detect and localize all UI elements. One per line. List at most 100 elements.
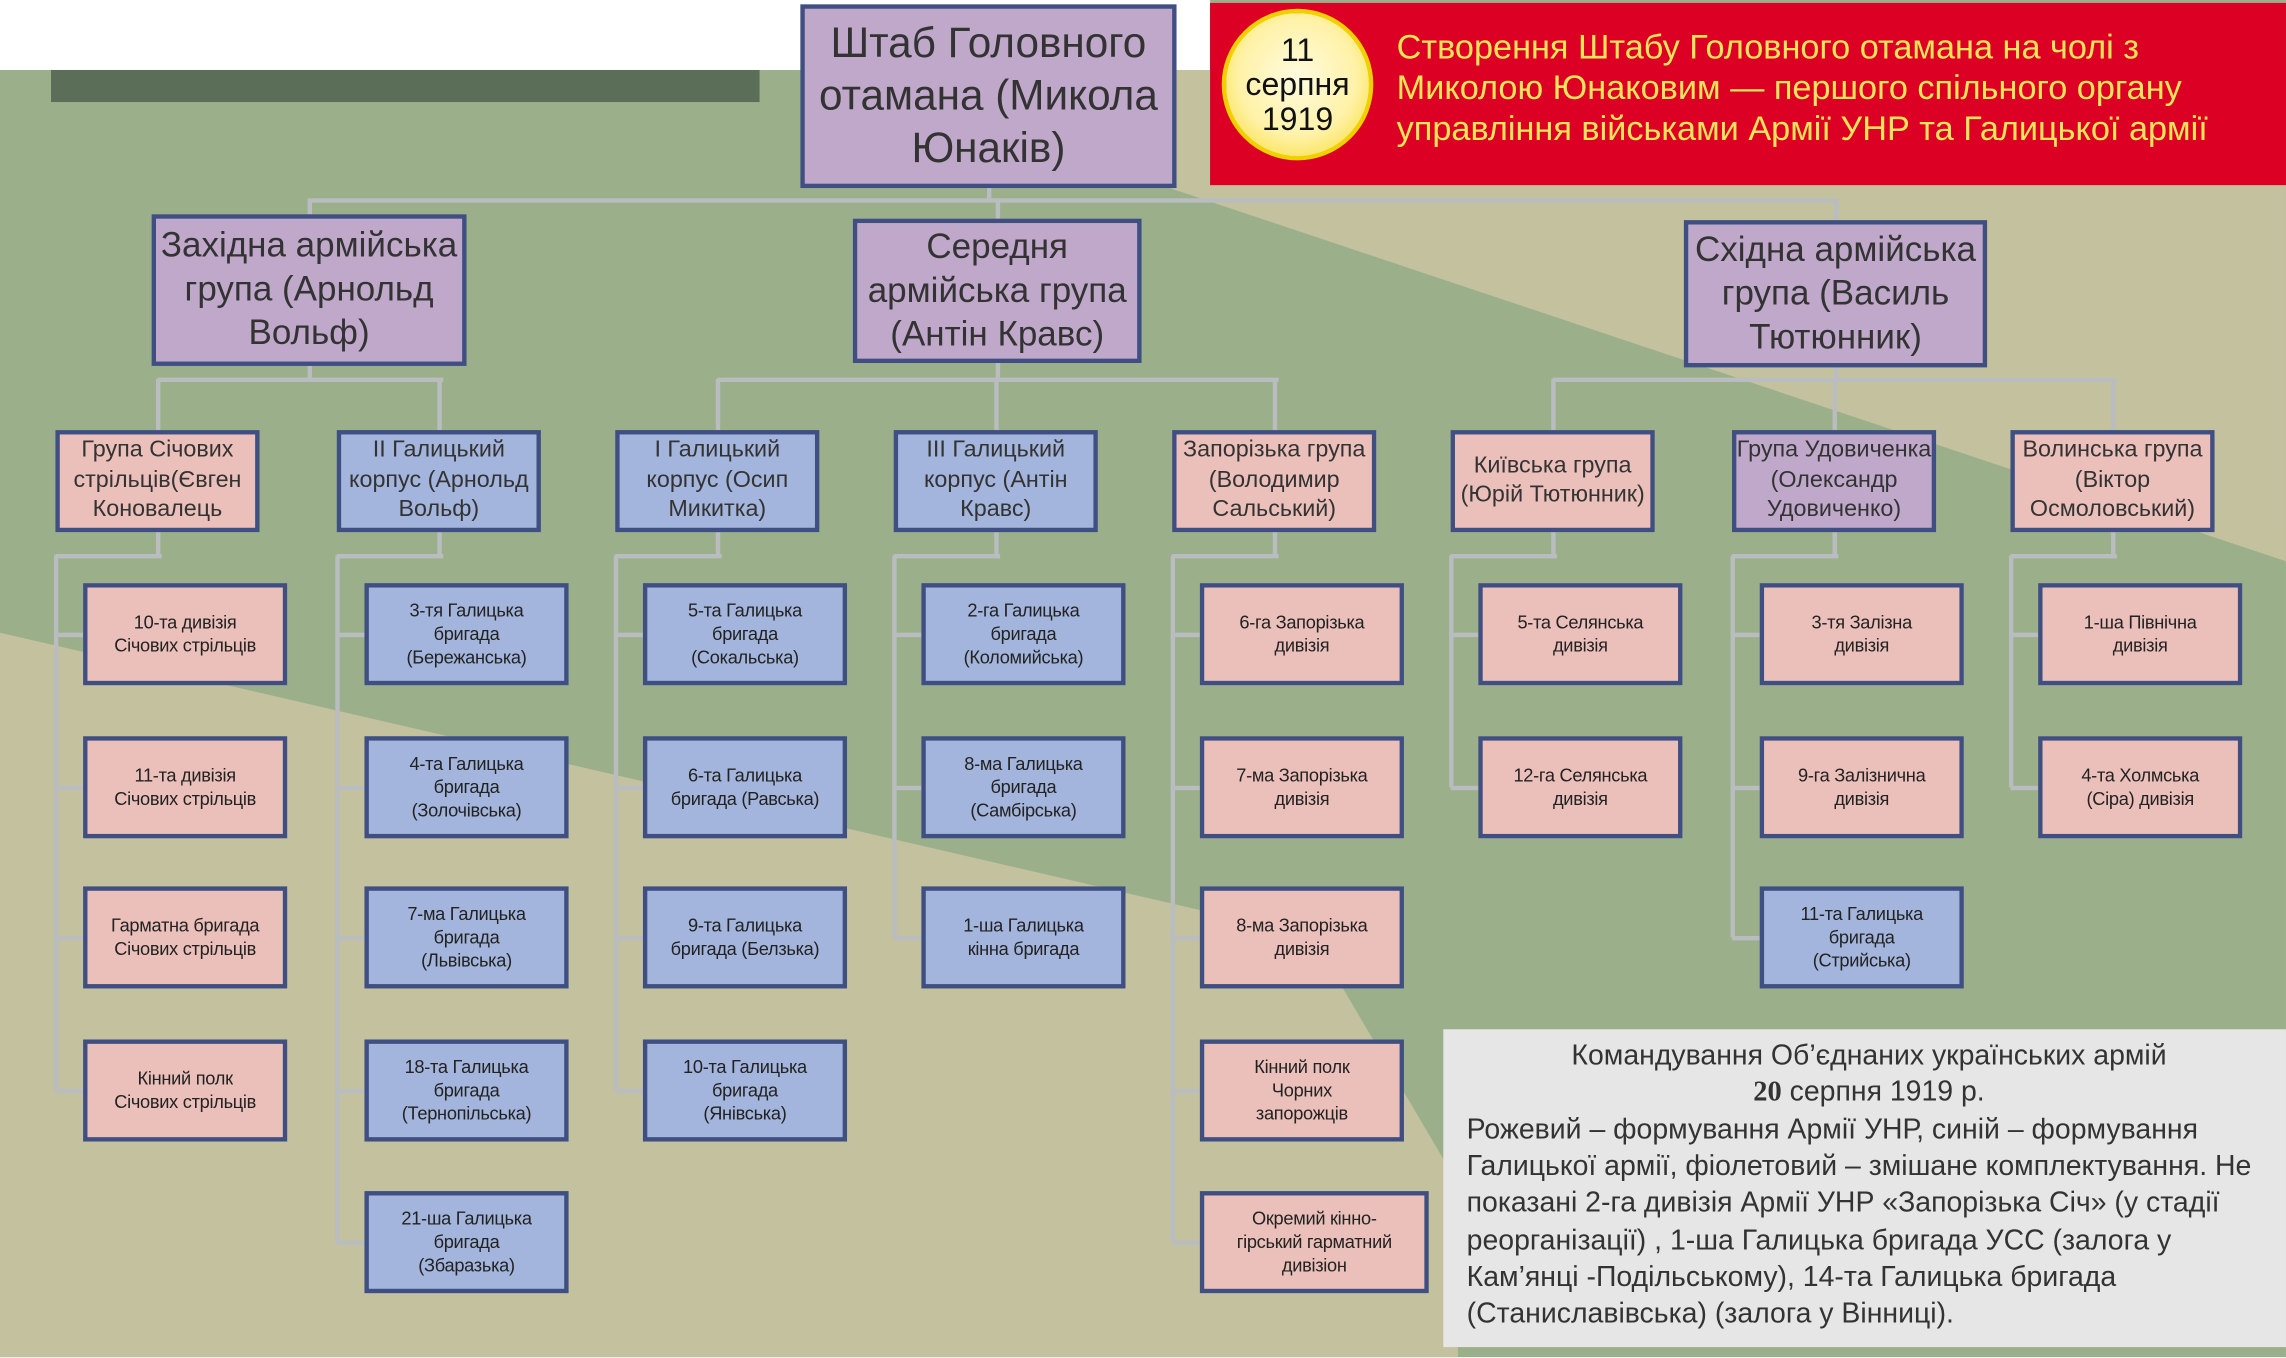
connector-line (994, 379, 999, 431)
unit-box: 4-та Холмська (Сіра) дивізія (2038, 736, 2243, 839)
corps-box: Київська група (Юрій Тютюнник) (1450, 430, 1655, 533)
connector-line (2111, 532, 2116, 556)
unit-box: 3-тя Залізна дивізія (1759, 583, 1964, 686)
connector-line (615, 785, 648, 791)
connector-line (336, 554, 444, 559)
date-badge: 11 серпня 1919 (1221, 8, 1374, 161)
connector-line (1172, 935, 1205, 941)
connector-line (615, 935, 648, 941)
army-group-box: Середня армійська група (Антін Кравс) (852, 218, 1142, 364)
corps-box: ІІ Галицький корпус (Арнольд Вольф) (336, 430, 541, 533)
unit-box: Окремий кінно- гірський гарматний дивізі… (1199, 1191, 1429, 1294)
corps-box: Група Удовиченка (Олександр Удовиченко) (1731, 430, 1937, 533)
unit-box: 2-га Галицька бригада (Коломийська) (921, 583, 1126, 686)
corps-box: Запорізька група (Володимир Сальський) (1172, 430, 1377, 533)
unit-box: 10-та дивізія Січових стрільців (83, 583, 288, 686)
connector-line (994, 532, 999, 556)
connector-line (1551, 532, 1556, 556)
connector-line (995, 363, 1001, 380)
connector-line (1834, 367, 1839, 380)
connector-line (336, 632, 369, 638)
corps-box: Волинська група (Віктор Осмоловський) (2010, 430, 2215, 533)
connector-line (437, 532, 442, 556)
banner-text: Створення Штабу Головного отамана на чол… (1396, 27, 2208, 148)
connector-line (307, 365, 312, 380)
connector-line (715, 379, 721, 431)
unit-box: 7-ма Запорізька дивізія (1199, 736, 1404, 839)
connector-line (986, 186, 992, 200)
connector-line (615, 554, 722, 559)
unit-box: Гарматна бригада Січових стрільців (83, 886, 288, 989)
connector-line (995, 199, 1001, 219)
connector-line (615, 632, 648, 638)
connector-line (2008, 555, 2014, 788)
legend-date-day: 20 (1753, 1077, 1782, 1109)
connector-line (1272, 379, 1278, 431)
connector-line (1834, 199, 1839, 221)
connector-line (715, 532, 721, 556)
connector-line (2111, 379, 2116, 431)
connector-line (335, 555, 340, 1243)
connector-line (1832, 379, 1837, 431)
unit-box: 7-ма Галицька бригада (Львівська) (364, 886, 569, 989)
connector-line (55, 632, 88, 638)
connector-line (55, 785, 88, 791)
hq-box: Штаб Головного отамана (Микола Юнаків) (800, 4, 1177, 189)
corps-box: ІІІ Галицький корпус (Антін Кравс) (893, 430, 1098, 533)
legend-date-rest: серпня 1919 р. (1781, 1076, 1985, 1109)
army-group-box: Західна армійська група (Арнольд Вольф) (151, 214, 467, 366)
unit-box: Кінний полк Чорних запорожців (1199, 1039, 1404, 1142)
legend-body: Рожевий – формування Армії УНР, синій – … (1466, 1113, 2252, 1331)
unit-box: 9-га Залізнична дивізія (1759, 736, 1964, 839)
connector-line (437, 379, 442, 431)
unit-box: 10-та Галицька бригада (Янівська) (642, 1039, 848, 1142)
unit-box: 6-та Галицька бригада (Равська) (642, 736, 848, 839)
corps-box: І Галицький корпус (Осип Микитка) (615, 430, 820, 533)
connector-line (336, 785, 369, 791)
legend-box: Командування Об’єднаних українських армі… (1443, 1029, 2286, 1348)
unit-box: 12-га Селянська дивізія (1478, 736, 1683, 839)
unit-box: 8-ма Галицька бригада (Самбірська) (921, 736, 1126, 839)
connector-line (893, 632, 926, 638)
date-year: 1919 (1261, 99, 1334, 137)
connector-line (1449, 555, 1454, 788)
connector-line (1551, 379, 1556, 431)
connector-line (1172, 632, 1205, 638)
connector-line (615, 1089, 648, 1094)
connector-line (1450, 554, 1558, 559)
army-group-box: Східна армійська група (Василь Тютюнник) (1683, 220, 1988, 368)
unit-box: 3-тя Галицька бригада (Бережанська) (364, 583, 569, 686)
event-banner (1210, 2, 2286, 186)
unit-box: 21-ша Галицька бригада (Збаразька) (364, 1191, 569, 1294)
connector-line (1170, 555, 1176, 1243)
connector-line (55, 554, 162, 559)
connector-line (893, 785, 926, 791)
connector-line (55, 1089, 88, 1094)
connector-line (336, 1240, 369, 1246)
connector-line (1450, 632, 1483, 638)
unit-box: 5-та Селянська дивізія (1478, 583, 1683, 686)
connector-line (892, 555, 897, 938)
legend-date: 20 серпня 1919 р. (1467, 1075, 2272, 1112)
date-month: серпня (1245, 66, 1350, 103)
unit-box: 9-та Галицька бригада (Белзька) (642, 886, 848, 989)
unit-box: 4-та Галицька бригада (Золочівська) (364, 736, 569, 839)
connector-line (336, 935, 369, 941)
unit-box: 6-га Запорізька дивізія (1199, 583, 1404, 686)
unit-box: Кінний полк Січових стрільців (83, 1039, 288, 1142)
connector-line (2010, 632, 2043, 638)
corps-box: Група Січових стрільців(Євген Коновалець (55, 430, 260, 533)
connector-line (336, 1089, 369, 1094)
connector-line (307, 199, 312, 215)
unit-box: 1-ша Галицька кінна бригада (921, 886, 1126, 989)
connector-line (307, 198, 1839, 203)
connector-line (1450, 785, 1483, 791)
connector-line (1730, 555, 1735, 938)
connector-line (155, 379, 161, 431)
connector-line (613, 555, 619, 1091)
connector-line (155, 532, 161, 556)
date-day: 11 (1280, 32, 1315, 70)
connector-line (1832, 532, 1837, 556)
connector-line (1731, 632, 1765, 638)
